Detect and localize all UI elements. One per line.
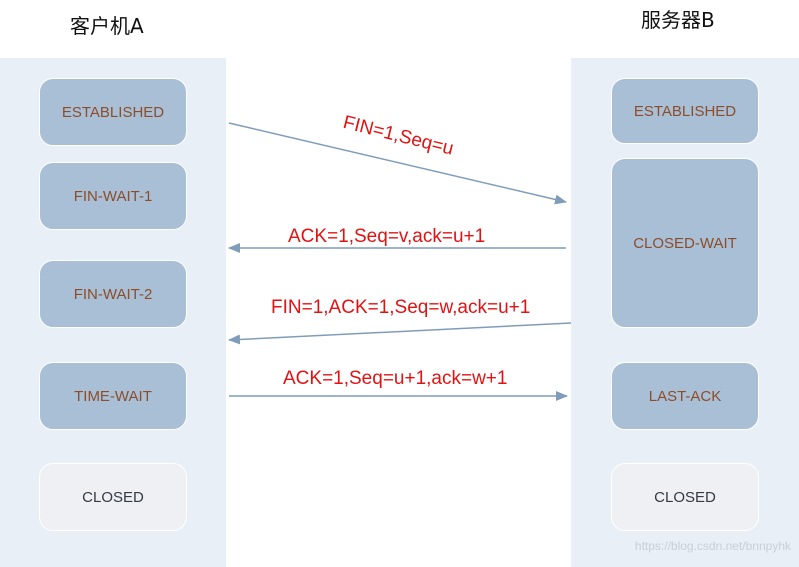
server-state-established: ESTABLISHED (611, 78, 759, 144)
client-state-time-wait: TIME-WAIT (39, 362, 187, 430)
watermark: https://blog.csdn.net/bnnpyhk (634, 539, 791, 553)
message-ack-label: ACK=1,Seq=v,ack=u+1 (288, 226, 486, 247)
server-state-closed-wait: CLOSED-WAIT (611, 158, 759, 328)
server-state-closed: CLOSED (611, 463, 759, 531)
client-state-fin-wait-2: FIN-WAIT-2 (39, 260, 187, 328)
client-state-fin-wait-1: FIN-WAIT-1 (39, 162, 187, 230)
server-state-last-ack: LAST-ACK (611, 362, 759, 430)
arrow-fin-a-to-b (228, 122, 567, 205)
client-title: 客户机A (70, 14, 144, 38)
client-state-established: ESTABLISHED (39, 78, 187, 146)
server-title: 服务器B (641, 8, 715, 32)
message-final-ack-label: ACK=1,Seq=u+1,ack=w+1 (283, 368, 508, 389)
arrow-fin-ack-b-to-a (228, 322, 572, 345)
client-state-closed: CLOSED (39, 463, 187, 531)
message-fin-ack-label: FIN=1,ACK=1,Seq=w,ack=u+1 (271, 297, 531, 318)
